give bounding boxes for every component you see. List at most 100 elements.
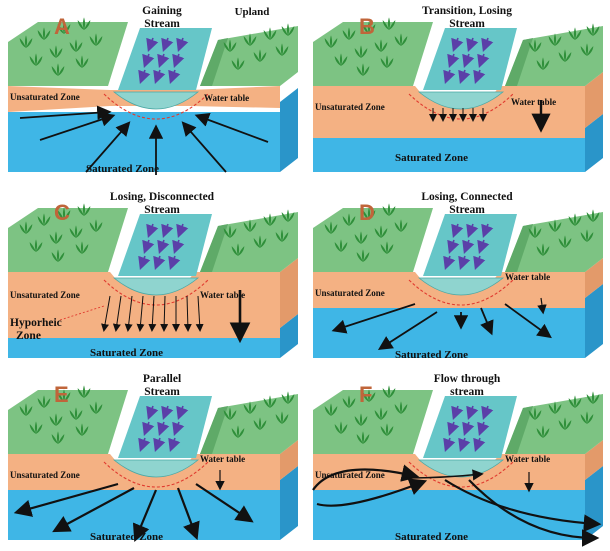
plant-icon — [324, 403, 338, 416]
stream-flow-arrow — [458, 69, 471, 85]
block-side — [280, 466, 298, 540]
panel-title-line-2: Stream — [144, 204, 180, 216]
plant-icon — [362, 389, 376, 402]
stream-flow-arrow — [146, 37, 159, 53]
plant-icon — [89, 33, 103, 46]
panel-title-line-1: Flow through — [434, 373, 501, 385]
plant-icon — [69, 225, 83, 238]
stream-surface — [423, 396, 517, 458]
bank-slope — [505, 38, 533, 86]
upland-left — [313, 22, 433, 86]
plant-icon — [37, 213, 51, 226]
panel-title-line-2: Stream — [449, 204, 485, 216]
upland-left — [8, 22, 128, 86]
stream-flow-arrow — [172, 239, 185, 255]
stream-flow-arrow — [142, 53, 155, 69]
plant-icon — [281, 391, 295, 404]
plant-icon — [558, 49, 572, 62]
groundwater-flow-arrow — [195, 483, 254, 523]
groundwater-flow-arrow — [13, 482, 119, 517]
hyporheic-zone-label-2: Zone — [16, 330, 41, 342]
unsaturated-zone-label: Unsaturated Zone — [315, 470, 385, 480]
upland-label: Upland — [235, 6, 270, 18]
stream-surface — [118, 28, 212, 90]
plant-icon — [380, 423, 394, 436]
plant-icon — [263, 213, 277, 226]
groundwater-flow-arrow — [377, 311, 438, 350]
upland-left — [313, 208, 433, 272]
stream-flow-arrow — [451, 405, 464, 421]
saturated-zone-label: Saturated Zone — [395, 152, 468, 164]
plant-icon — [528, 407, 542, 420]
panel-title-line-1: Losing, Disconnected — [110, 191, 215, 203]
unsaturated-side — [585, 72, 603, 128]
saturated-zone-label: Saturated Zone — [395, 349, 468, 361]
stream-flow-arrow — [168, 69, 181, 85]
stream-flow-arrow — [161, 37, 174, 53]
unsaturated-zone-label: Unsaturated Zone — [10, 290, 80, 300]
stream-flow-arrow — [176, 223, 189, 239]
plant-icon — [382, 17, 396, 30]
plant-icon — [334, 53, 348, 66]
stream-flow-arrow — [477, 53, 490, 69]
hyporheic-boundary — [103, 461, 209, 488]
saturated-zone-label: Saturated Zone — [90, 531, 163, 543]
groundwater-flow-arrow — [132, 489, 158, 543]
stream-flow-arrow — [443, 69, 456, 85]
plant-icon — [568, 395, 582, 408]
saturated-zone — [313, 138, 585, 172]
plant-icon — [77, 17, 91, 30]
stream-flow-arrow — [462, 239, 475, 255]
plant-icon — [75, 241, 89, 254]
plant-icon — [334, 421, 348, 434]
plant-icon — [243, 219, 257, 232]
plant-icon — [586, 23, 600, 36]
stream-flow-arrow — [477, 239, 490, 255]
panel-title-line-1: Gaining — [142, 5, 182, 17]
plant-icon — [275, 411, 289, 424]
hyporheic-boundary — [408, 279, 514, 306]
stream-flow-arrow — [157, 239, 170, 255]
plant-icon — [342, 27, 356, 40]
stream-flow-arrow — [447, 421, 460, 437]
stream-surface — [118, 214, 212, 276]
plant-icon — [19, 35, 33, 48]
plant-icon — [354, 413, 368, 426]
bank-slope — [200, 38, 228, 86]
plant-icon — [586, 209, 600, 222]
stream-flow-arrow — [447, 239, 460, 255]
stream-flow-arrow — [153, 255, 166, 271]
plant-icon — [253, 417, 267, 430]
block-side — [280, 88, 298, 172]
plant-icon — [69, 39, 83, 52]
plant-icon — [548, 219, 562, 232]
plant-icon — [558, 417, 572, 430]
plant-icon — [57, 389, 71, 402]
panel-letter: F — [359, 382, 372, 407]
stream-flow-arrow — [466, 405, 479, 421]
groundwater-flow-arrow — [101, 295, 111, 332]
plant-icon — [19, 403, 33, 416]
plant-icon — [89, 401, 103, 414]
unsaturated-zone — [8, 272, 280, 338]
stream-flow-arrow — [157, 53, 170, 69]
bank-slope — [200, 406, 228, 454]
panel-title-line-2: Stream — [144, 386, 180, 398]
groundwater-flow-arrow — [52, 487, 135, 533]
groundwater-flow-arrow — [444, 479, 602, 532]
stream-bed — [417, 277, 505, 296]
plant-icon — [29, 421, 43, 434]
stream-flow-arrow — [443, 255, 456, 271]
stream-flow-arrow — [172, 53, 185, 69]
stream-flow-arrow — [481, 223, 494, 239]
plant-icon — [253, 49, 267, 62]
plant-icon — [380, 241, 394, 254]
stream-bed — [112, 459, 200, 478]
saturated-zone — [8, 338, 280, 358]
hyporheic-zone-label-1: Hyporheic — [10, 317, 62, 329]
stream-flow-arrow — [168, 255, 181, 271]
stream-bed — [417, 91, 505, 110]
groundwater-flow-arrow — [148, 295, 157, 332]
